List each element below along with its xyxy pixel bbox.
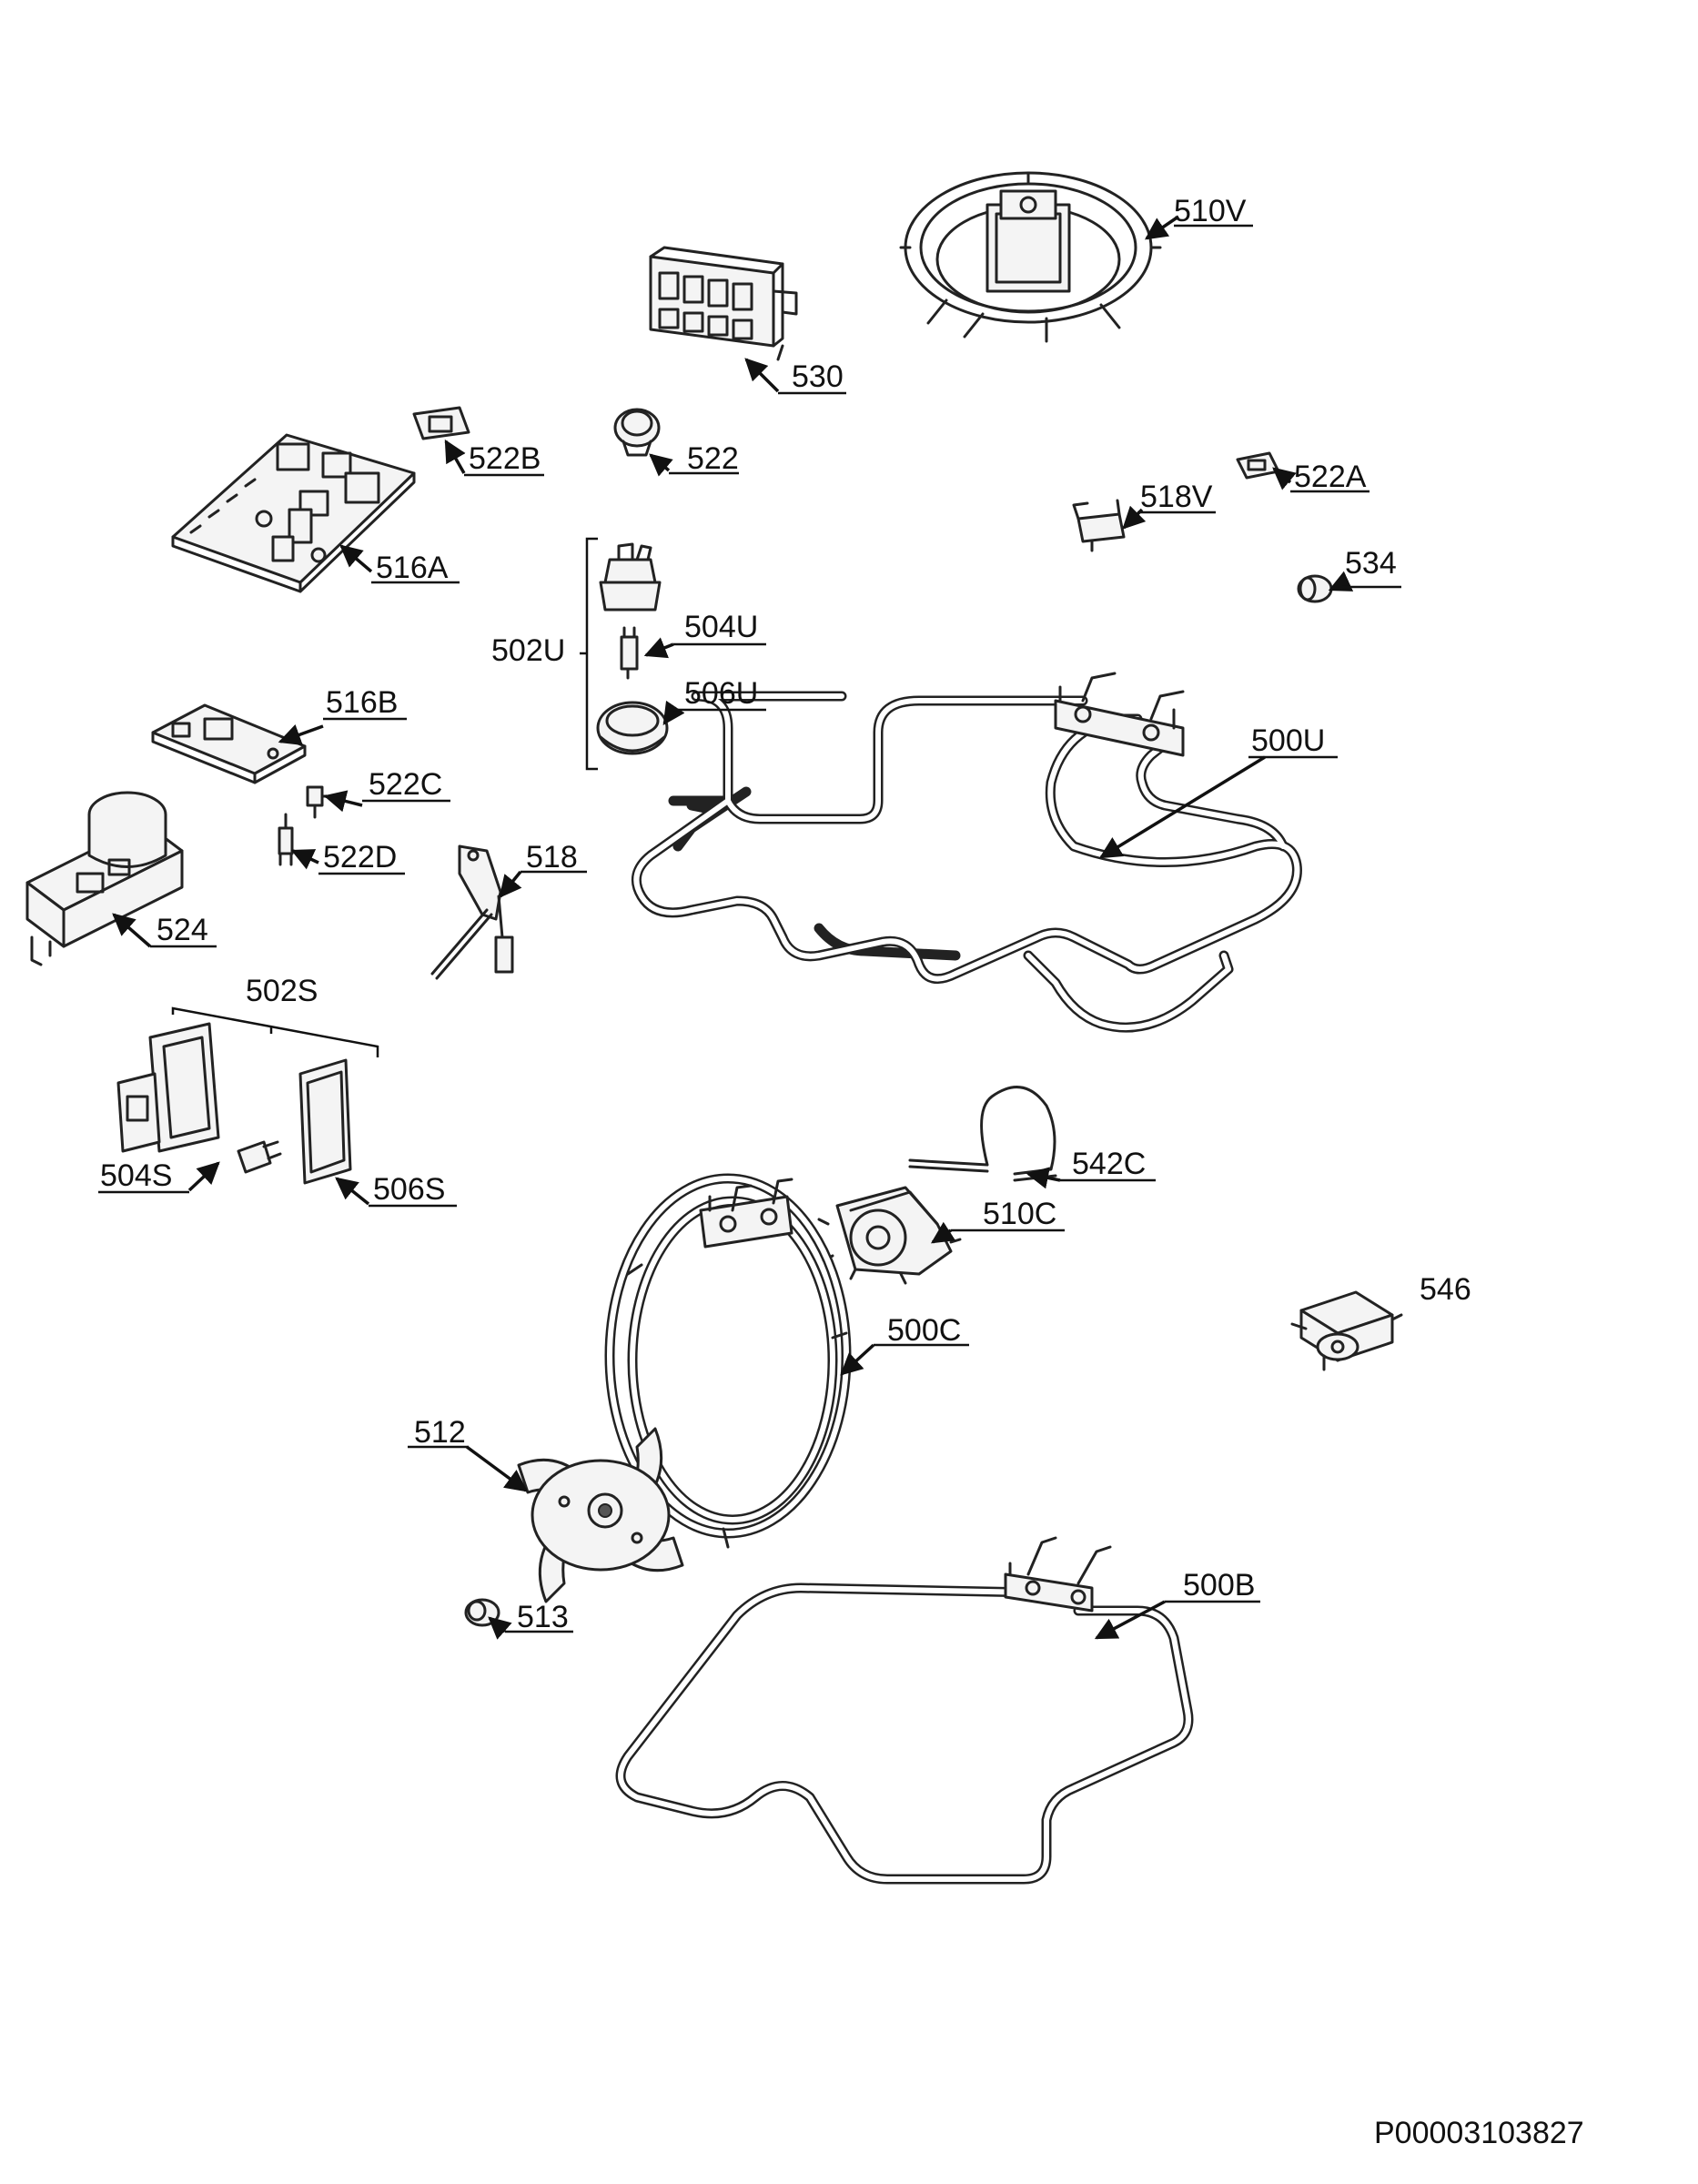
svg-text:522A: 522A bbox=[1294, 460, 1367, 494]
label-502S: 502S bbox=[246, 974, 318, 1008]
part-516B-board bbox=[151, 703, 307, 784]
part-542C-clip bbox=[908, 1086, 1057, 1182]
label-512: 512 bbox=[408, 1415, 469, 1450]
svg-text:542C: 542C bbox=[1072, 1147, 1146, 1181]
label-522D: 522D bbox=[318, 840, 405, 875]
part-512-fan-blade bbox=[517, 1427, 684, 1603]
svg-text:518V: 518V bbox=[1140, 480, 1213, 514]
label-500C: 500C bbox=[874, 1313, 969, 1348]
label-510C: 510C bbox=[951, 1197, 1065, 1232]
svg-text:506S: 506S bbox=[373, 1172, 445, 1207]
svg-text:500C: 500C bbox=[887, 1313, 961, 1348]
label-518: 518 bbox=[521, 840, 587, 875]
part-502S-side-lamp bbox=[116, 1006, 379, 1185]
label-546: 546 bbox=[1420, 1272, 1471, 1307]
svg-text:510C: 510C bbox=[983, 1197, 1056, 1231]
label-530: 530 bbox=[778, 359, 846, 395]
svg-text:500U: 500U bbox=[1251, 723, 1325, 758]
label-510V: 510V bbox=[1174, 194, 1253, 228]
label-516B: 516B bbox=[323, 685, 407, 721]
part-522D-connector bbox=[278, 813, 294, 866]
svg-text:513: 513 bbox=[517, 1600, 569, 1634]
svg-text:522: 522 bbox=[687, 441, 739, 476]
part-522-lamp-holder bbox=[613, 408, 661, 457]
part-522C-connector bbox=[306, 785, 337, 819]
part-510C-fan-motor bbox=[817, 1186, 962, 1285]
label-534: 534 bbox=[1342, 546, 1401, 589]
svg-text:500B: 500B bbox=[1183, 1568, 1255, 1603]
label-516A: 516A bbox=[371, 551, 460, 585]
svg-text:522B: 522B bbox=[469, 441, 541, 476]
label-504S: 504S bbox=[98, 1158, 189, 1194]
svg-text:504U: 504U bbox=[684, 610, 758, 644]
label-506U: 506U bbox=[673, 676, 766, 712]
svg-text:502S: 502S bbox=[246, 974, 318, 1008]
svg-text:510V: 510V bbox=[1174, 194, 1247, 228]
svg-text:522C: 522C bbox=[369, 767, 442, 802]
part-502U-lamp-assembly bbox=[580, 537, 669, 771]
svg-text:518: 518 bbox=[526, 840, 578, 875]
label-522C: 522C bbox=[362, 767, 450, 803]
part-510V-fan-motor bbox=[899, 171, 1162, 343]
part-516A-control-board bbox=[171, 433, 416, 593]
label-502U: 502U bbox=[491, 633, 565, 668]
part-546-thermal-switch bbox=[1290, 1290, 1403, 1371]
part-500B-bottom-element bbox=[615, 1536, 1194, 1885]
part-522B-clip bbox=[412, 406, 470, 440]
leader-lines bbox=[112, 215, 1354, 1640]
label-518V: 518V bbox=[1137, 480, 1216, 514]
document-code: P00003103827 bbox=[1374, 2116, 1584, 2150]
svg-text:530: 530 bbox=[792, 359, 844, 394]
label-542C: 542C bbox=[1060, 1147, 1156, 1182]
label-522B: 522B bbox=[464, 441, 544, 477]
svg-text:522D: 522D bbox=[323, 840, 397, 875]
part-524-door-lock bbox=[25, 791, 184, 966]
label-522: 522 bbox=[669, 441, 739, 476]
part-518V-sensor-clip bbox=[1072, 499, 1126, 552]
svg-text:512: 512 bbox=[414, 1415, 466, 1450]
svg-text:504S: 504S bbox=[100, 1158, 172, 1193]
callout-labels: 510V 530 522B 522 522A 518V 516A 534 bbox=[98, 194, 1471, 1634]
svg-text:502U: 502U bbox=[491, 633, 565, 668]
svg-text:534: 534 bbox=[1345, 546, 1397, 581]
svg-text:524: 524 bbox=[157, 913, 208, 947]
part-518-sensor bbox=[430, 844, 514, 980]
label-506S: 506S bbox=[369, 1172, 457, 1208]
label-500B: 500B bbox=[1165, 1568, 1260, 1603]
part-500U-grill-element bbox=[631, 672, 1302, 1033]
label-524: 524 bbox=[150, 913, 217, 948]
svg-text:516A: 516A bbox=[376, 551, 449, 585]
svg-text:546: 546 bbox=[1420, 1272, 1471, 1307]
part-530-terminal-block bbox=[649, 246, 798, 361]
part-534-lamp-cap bbox=[1297, 574, 1333, 603]
label-504U: 504U bbox=[673, 610, 766, 646]
label-500U: 500U bbox=[1248, 723, 1338, 759]
label-522A: 522A bbox=[1290, 460, 1370, 494]
svg-text:506U: 506U bbox=[684, 676, 758, 711]
svg-text:516B: 516B bbox=[326, 685, 398, 720]
part-522A-clip bbox=[1236, 451, 1280, 480]
label-513: 513 bbox=[505, 1600, 573, 1634]
